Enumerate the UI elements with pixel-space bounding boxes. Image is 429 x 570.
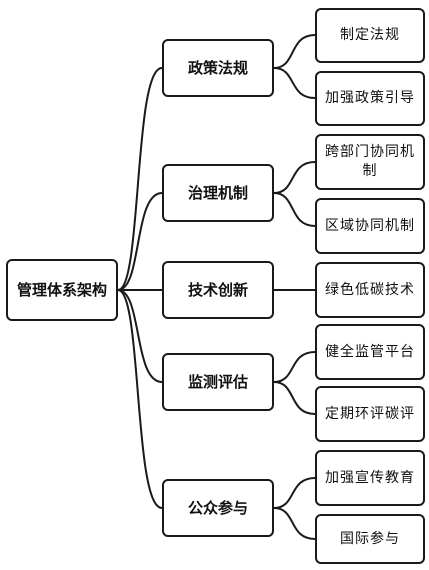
category-label: 技术创新: [187, 280, 248, 299]
leaf-node: 定期环评碳评: [315, 386, 425, 442]
category-node-public: 公众参与: [162, 479, 274, 537]
category-label: 监测评估: [187, 372, 248, 391]
leaf-label: 区域协同机制: [325, 217, 415, 234]
category-to-leaf-connector: [273, 67, 316, 99]
leaf-label: 定期环评碳评: [325, 405, 415, 422]
category-label: 公众参与: [187, 498, 248, 517]
root-to-category-connector: [117, 289, 163, 383]
root-node: 管理体系架构: [6, 259, 118, 321]
category-to-leaf-connector: [273, 34, 316, 69]
leaf-label: 加强宣传教育: [325, 469, 415, 486]
category-to-leaf-connector: [273, 351, 316, 383]
leaf-label: 国际参与: [340, 530, 400, 547]
category-to-leaf-connector: [273, 161, 316, 194]
category-label: 政策法规: [187, 58, 248, 77]
root-label: 管理体系架构: [16, 280, 107, 299]
category-node-monitoring: 监测评估: [162, 353, 274, 411]
root-to-category-connector: [117, 67, 163, 291]
leaf-label: 加强政策引导: [325, 90, 415, 107]
leaf-node: 绿色低碳技术: [315, 262, 425, 318]
leaf-label: 制定法规: [340, 27, 400, 44]
leaf-node: 加强宣传教育: [315, 450, 425, 506]
category-node-governance: 治理机制: [162, 164, 274, 222]
leaf-node: 国际参与: [315, 514, 425, 564]
category-to-leaf-connector: [273, 192, 316, 227]
root-to-category-connector: [117, 289, 163, 509]
category-to-leaf-connector: [273, 507, 316, 540]
leaf-label: 跨部门协同机制: [325, 144, 415, 179]
leaf-node: 制定法规: [315, 8, 425, 63]
leaf-node: 健全监管平台: [315, 324, 425, 380]
leaf-node: 加强政策引导: [315, 71, 425, 126]
category-to-leaf-connector: [273, 477, 316, 509]
leaf-label: 绿色低碳技术: [325, 281, 415, 298]
leaf-label: 健全监管平台: [325, 343, 415, 360]
category-node-technology: 技术创新: [162, 261, 274, 319]
category-to-leaf-connector: [273, 381, 316, 415]
root-to-category-connector: [117, 192, 163, 291]
category-label: 治理机制: [187, 183, 248, 202]
leaf-node: 区域协同机制: [315, 198, 425, 254]
category-node-policy: 政策法规: [162, 39, 274, 97]
leaf-node: 跨部门协同机制: [315, 134, 425, 190]
